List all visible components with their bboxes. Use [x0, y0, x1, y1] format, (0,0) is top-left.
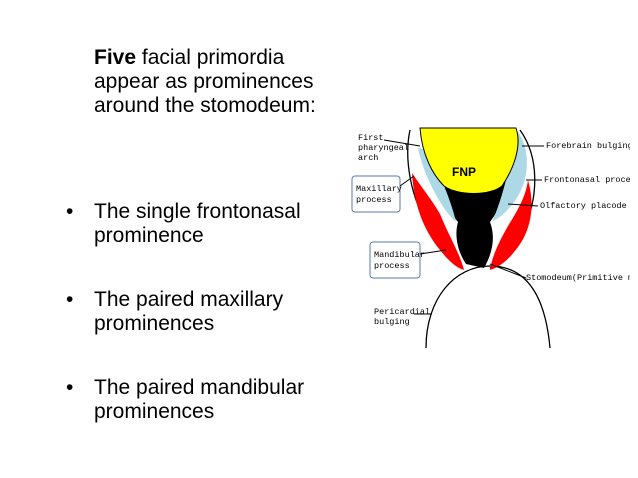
bullet-dot: • [66, 376, 74, 399]
bullet-text: The paired mandibular prominences [94, 376, 305, 423]
frontonasal-label: Frontonasal process [544, 175, 630, 185]
intro-rest: facial primordia appear as prominences a… [94, 46, 316, 117]
pericardial-label-line2: bulging [374, 317, 410, 327]
bullet-text: The paired maxillary prominences [94, 288, 284, 335]
left-olfactory-shape [418, 148, 456, 222]
pericardial-label-line1: Pericardial [374, 307, 430, 317]
bullet-item: • The paired maxillary prominences [60, 288, 360, 336]
left-maxillary-shape [412, 173, 464, 270]
pericardial-bulging-shape [425, 265, 551, 349]
mandibular-label-line1: Mandibular [374, 250, 425, 260]
maxillary-label-box [351, 175, 401, 213]
right-maxillary-shape [490, 180, 532, 270]
fnp-label: FNP [452, 165, 476, 179]
first-arch-label-line2: pharyngeal [358, 143, 409, 153]
forebrain-label: Forebrain bulging [546, 141, 630, 151]
mandibular-label-line2: process [374, 261, 410, 271]
olfactory-label: Olfactory placode [540, 201, 627, 211]
bullet-text: The single frontonasal prominence [94, 200, 301, 247]
facial-primordia-diagram: FNP First pharyngeal arch Maxillary proc… [351, 127, 630, 349]
stomodeum-label: Stomodeum(Primitive mouth) [526, 273, 630, 283]
intro-bold: Five [94, 46, 137, 69]
frontonasal-shape [419, 127, 519, 194]
maxillary-label-line2: process [356, 195, 392, 205]
olfactory-leader [507, 203, 539, 207]
intro-text: Five facial primordia appear as prominen… [94, 46, 344, 118]
maxillary-leader [399, 175, 415, 187]
right-olfactory-shape [492, 132, 527, 222]
mandibular-leader [419, 249, 447, 255]
mandibular-label-box [369, 241, 421, 279]
bullet-dot: • [66, 200, 74, 223]
first-arch-label-line1: First [358, 133, 384, 143]
bullet-list: • The single frontonasal prominence • The … [60, 200, 360, 464]
first-arch-leader [383, 139, 421, 147]
bullet-dot: • [66, 288, 74, 311]
bullet-item: • The paired mandibular prominences [60, 376, 360, 424]
stomodeum-leader [489, 263, 527, 279]
bullet-item: • The single frontonasal prominence [60, 200, 360, 248]
maxillary-label-line1: Maxillary [356, 184, 402, 194]
first-arch-label-line3: arch [358, 153, 378, 163]
stomodeum-shape [436, 178, 510, 268]
